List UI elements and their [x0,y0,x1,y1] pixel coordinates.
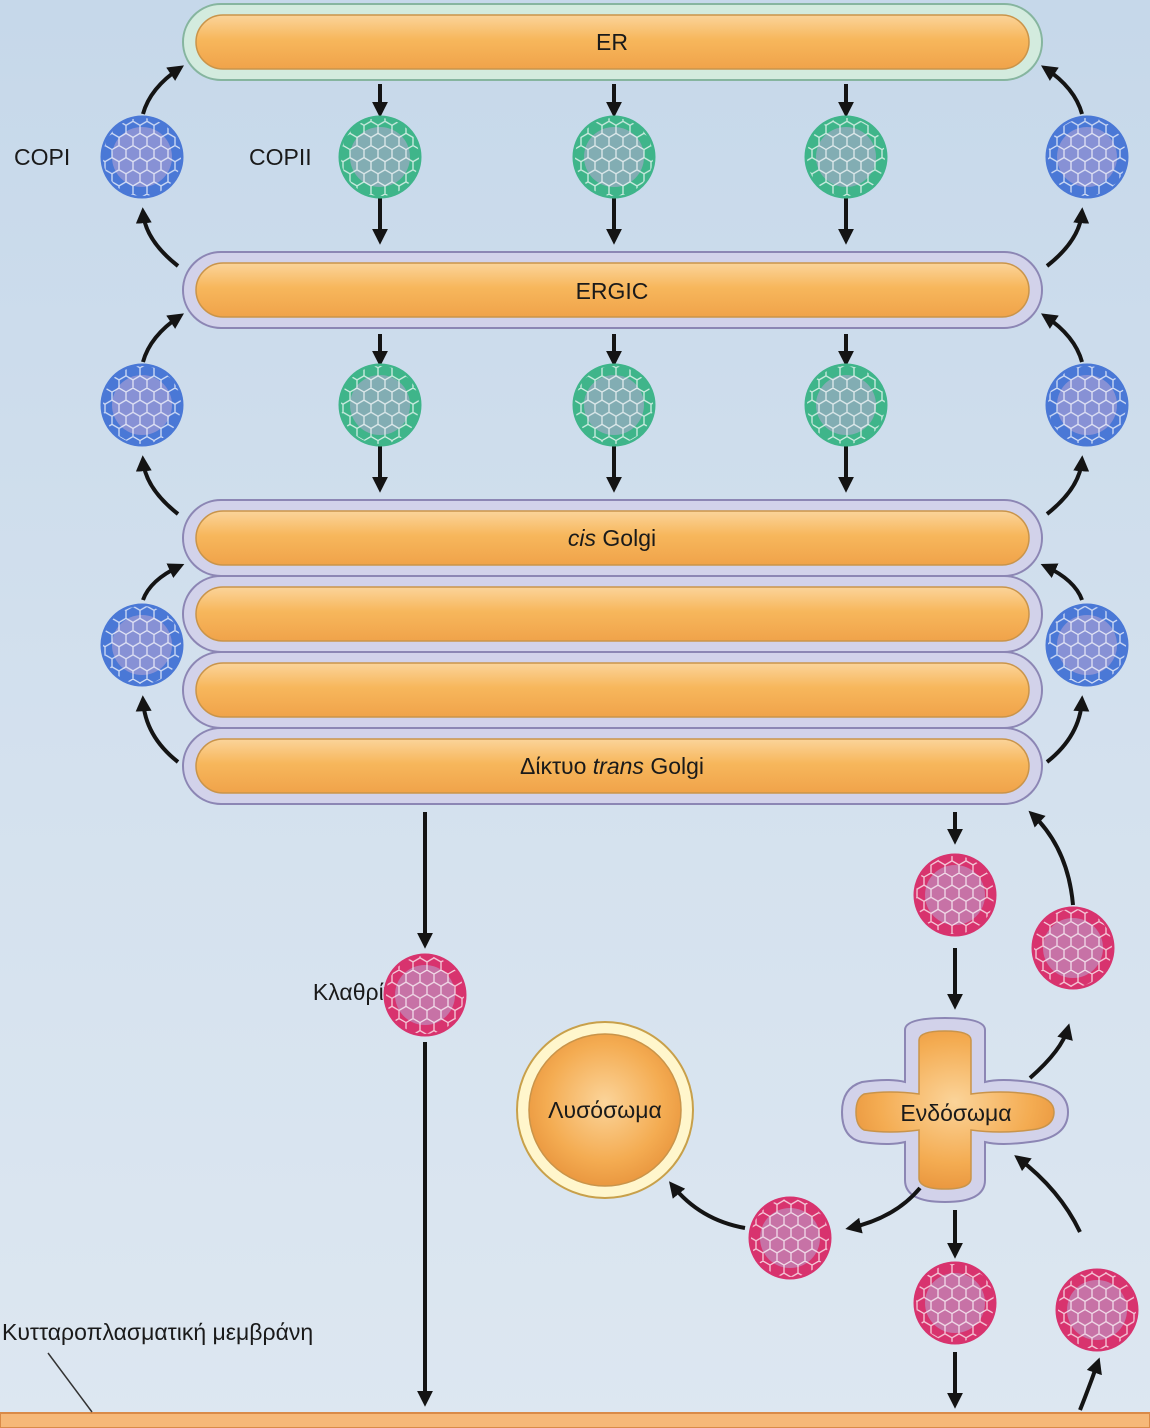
endosome: Ενδόσωμα [840,1016,1070,1204]
copi-arrow-right [1041,65,1084,115]
copi-arrow-left [141,313,184,363]
lysosome: Λυσόσωμα [516,1021,694,1199]
endosome-lysosome-arrow [845,1186,922,1234]
clathrin-vesicle [1031,906,1115,990]
golgi-stack: cis Golgi Δίκτυο trans Golgi [182,499,1043,805]
clathrin-vesicle [913,853,997,937]
copi-arrow-left [135,455,180,516]
endocytosis-arrow [1014,1155,1082,1233]
copii-vesicle [338,115,422,199]
copi-arrow-left [135,207,180,268]
endosome-tgn-arrow [1028,1023,1073,1080]
clathrin-vesicle [748,1196,832,1280]
copii-vesicle [804,363,888,447]
tgn-label: Δίκτυο trans Golgi [520,753,704,779]
copi-arrow-right [1041,313,1084,363]
plasma-membrane-label: Κυτταροπλασματική μεμβράνη [2,1319,313,1345]
copi-arrow-right [1045,455,1090,516]
coated-vesicles [100,115,1139,1352]
copi-arrow-left [141,65,184,115]
endosome-lysosome-arrow [669,1181,746,1230]
copi-vesicle [100,115,184,199]
copi-arrow-left [135,695,180,764]
copi-arrow-left [141,563,185,601]
clathrin-vesicle [1055,1268,1139,1352]
ergic-cisterna: ERGIC [182,251,1043,329]
cis-golgi-label: cis Golgi [568,525,656,551]
er-cisterna: ER [182,3,1043,81]
copi-vesicle [1045,363,1129,447]
ergic-label: ERGIC [576,278,649,304]
copi-vesicle [100,363,184,447]
copii-label: COPII [249,144,312,170]
copi-arrow-right [1040,563,1084,601]
copii-vesicle [572,363,656,447]
copi-vesicle [1045,603,1129,687]
endocytosis-arrow [1078,1357,1102,1411]
clathrin-vesicle [383,953,467,1037]
copii-vesicle [338,363,422,447]
copi-label: COPI [14,144,70,170]
clathrin-vesicle [913,1261,997,1345]
er-label: ER [596,29,628,55]
copi-vesicle [100,603,184,687]
arrows [135,65,1102,1411]
lysosome-label: Λυσόσωμα [548,1097,662,1123]
endosome-label: Ενδόσωμα [900,1100,1011,1126]
copi-arrow-right [1045,695,1090,764]
copi-vesicle [1045,115,1129,199]
copi-arrow-right [1045,207,1090,268]
copii-vesicle [804,115,888,199]
plasma-membrane [0,1412,1150,1428]
plasma-membrane-leader-line [47,1352,93,1413]
endosome-tgn-arrow [1028,810,1075,906]
copii-vesicle [572,115,656,199]
